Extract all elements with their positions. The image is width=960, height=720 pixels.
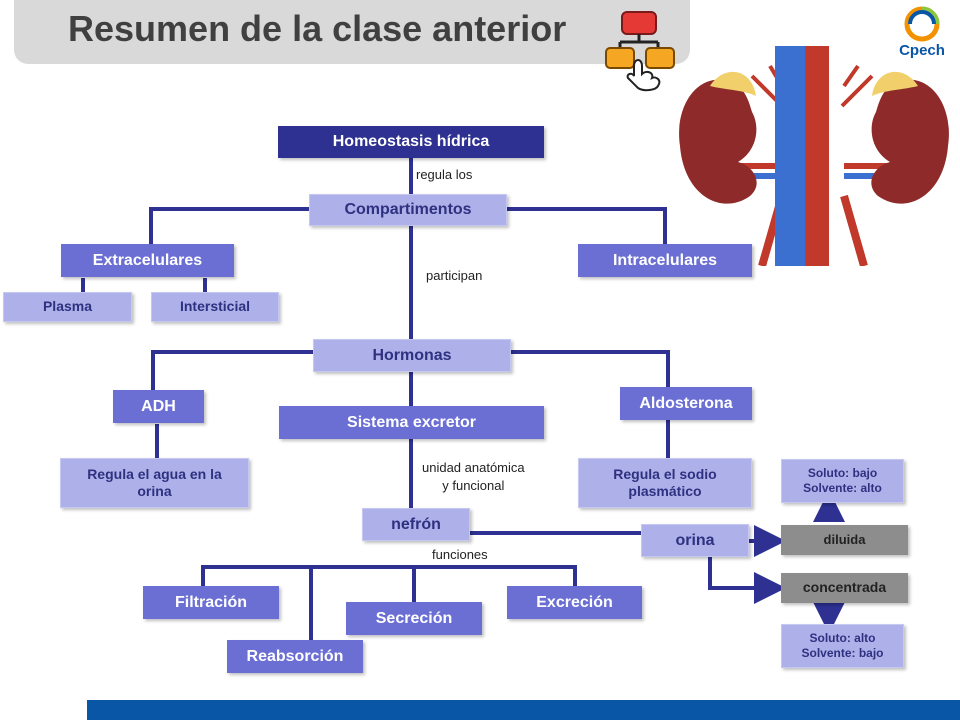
- node-hormonas: Hormonas: [313, 339, 511, 372]
- label-participan: participan: [426, 268, 483, 283]
- node-reabsorcion: Reabsorción: [227, 640, 363, 673]
- node-regula-agua: Regula el agua en la orina: [60, 458, 249, 508]
- node-intracelulares: Intracelulares: [578, 244, 752, 277]
- node-concentrada: concentrada: [781, 573, 908, 603]
- node-extracelulares: Extracelulares: [61, 244, 234, 277]
- node-plasma: Plasma: [3, 292, 132, 322]
- svg-text:Cpech: Cpech: [899, 42, 945, 59]
- kidney-illustration: [679, 46, 949, 266]
- cpech-logo: Cpech: [899, 6, 945, 59]
- label-unidad: unidad anatómica y funcional: [422, 460, 525, 493]
- node-orina: orina: [641, 524, 749, 557]
- node-regula-sodio: Regula el sodio plasmático: [578, 458, 752, 508]
- node-intersticial: Intersticial: [151, 292, 279, 322]
- title-bar: [14, 0, 690, 64]
- page-title: Resumen de la clase anterior: [68, 8, 567, 49]
- footer-bar: [87, 700, 960, 720]
- node-secrecion: Secreción: [346, 602, 482, 635]
- node-homeostasis: Homeostasis hídrica: [278, 126, 544, 158]
- node-excrecion: Excreción: [507, 586, 642, 619]
- node-diluida-desc: Soluto: bajo Solvente: alto: [781, 459, 904, 503]
- label-regula-los: regula los: [416, 167, 473, 182]
- node-sistema-excretor: Sistema excretor: [279, 406, 544, 439]
- node-nefron: nefrón: [362, 508, 470, 541]
- node-compartimentos: Compartimentos: [309, 194, 507, 226]
- node-concentrada-desc: Soluto: alto Solvente: bajo: [781, 624, 904, 668]
- node-diluida: diluida: [781, 525, 908, 555]
- node-adh: ADH: [113, 390, 204, 423]
- node-filtracion: Filtración: [143, 586, 279, 619]
- node-aldosterona: Aldosterona: [620, 387, 752, 420]
- concept-map-hand-icon: [605, 11, 675, 92]
- label-funciones: funciones: [432, 547, 488, 562]
